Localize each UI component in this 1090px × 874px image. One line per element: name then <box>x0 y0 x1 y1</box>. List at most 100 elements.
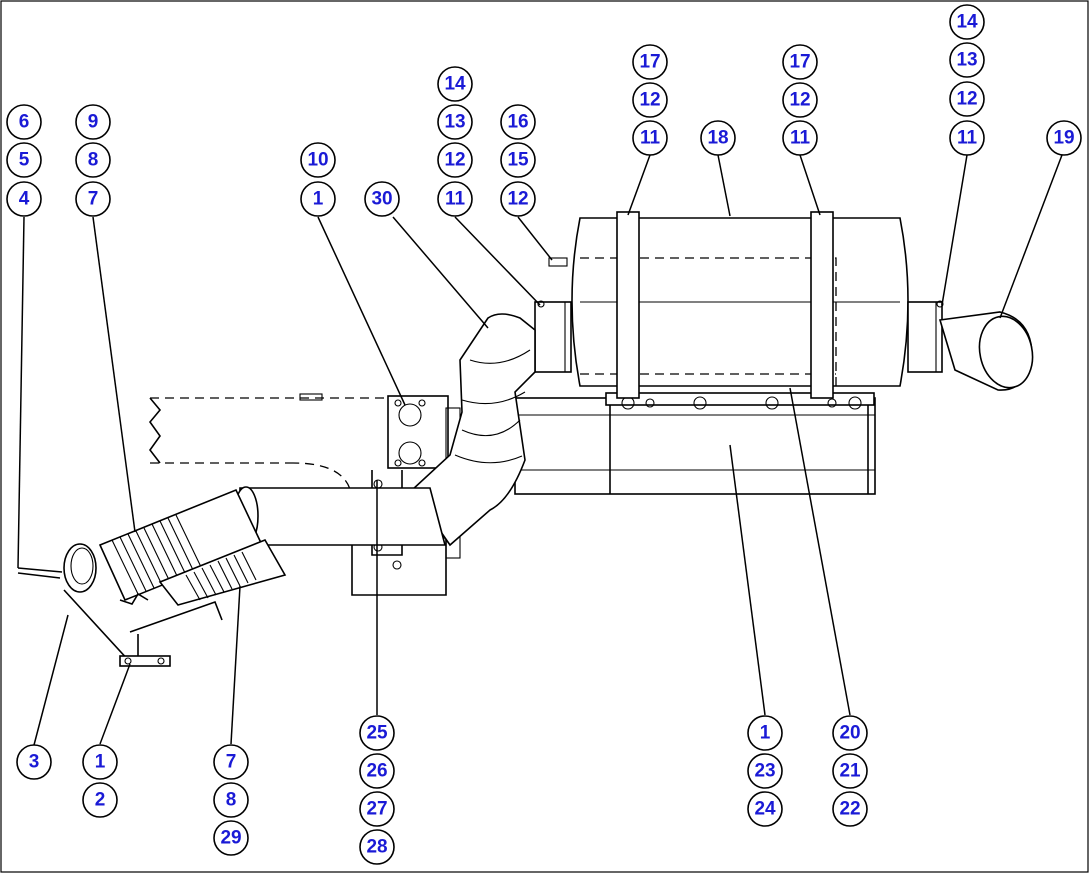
callout-1: 1 <box>300 181 336 217</box>
callout-11: 11 <box>437 181 473 217</box>
callout-7: 7 <box>75 181 111 217</box>
callout-26-label: 26 <box>366 761 387 782</box>
callout-15-label: 15 <box>507 150 529 171</box>
callout-25: 25 <box>359 715 395 751</box>
callout-1-label: 1 <box>760 723 771 744</box>
callout-17-label: 17 <box>639 52 660 73</box>
callout-1: 1 <box>747 715 783 751</box>
callout-14: 14 <box>437 66 473 102</box>
callout-10: 10 <box>300 142 336 178</box>
callout-17: 17 <box>782 44 818 80</box>
callout-3: 3 <box>16 744 52 780</box>
callout-21: 21 <box>832 753 868 789</box>
callout-27-label: 27 <box>366 799 387 820</box>
callout-12-label: 12 <box>956 89 977 110</box>
callout-29-label: 29 <box>220 828 241 849</box>
callout-25-label: 25 <box>366 723 388 744</box>
callout-16-label: 16 <box>507 112 528 133</box>
callout-19-label: 19 <box>1053 128 1074 149</box>
callout-28-label: 28 <box>366 837 387 858</box>
callout-4-label: 4 <box>19 189 30 210</box>
callout-5: 5 <box>6 142 42 178</box>
support-box <box>514 392 876 495</box>
callout-23-label: 23 <box>754 761 775 782</box>
callout-12: 12 <box>632 82 668 118</box>
callout-24-label: 24 <box>754 799 776 820</box>
callout-26: 26 <box>359 753 395 789</box>
callout-13: 13 <box>949 42 985 78</box>
callout-12: 12 <box>500 181 536 217</box>
callout-11-label: 11 <box>790 128 811 149</box>
callout-17-label: 17 <box>789 52 810 73</box>
callout-2: 2 <box>82 782 118 818</box>
callout-8: 8 <box>75 142 111 178</box>
callout-3-label: 3 <box>29 752 40 773</box>
callout-30-label: 30 <box>371 189 392 210</box>
callout-28: 28 <box>359 829 395 865</box>
callout-18-label: 18 <box>707 128 728 149</box>
frame-rail <box>148 393 390 501</box>
callout-7: 7 <box>213 744 249 780</box>
callout-20-label: 20 <box>839 723 860 744</box>
elbow-pipe <box>410 313 536 547</box>
callout-11: 11 <box>782 120 818 156</box>
callout-5-label: 5 <box>19 150 30 171</box>
callout-7-label: 7 <box>88 189 99 210</box>
callout-16: 16 <box>500 104 536 140</box>
flex-hose-upper <box>98 488 264 602</box>
callout-18: 18 <box>700 120 736 156</box>
callout-12-label: 12 <box>639 90 660 111</box>
callout-24: 24 <box>747 791 783 827</box>
callout-12: 12 <box>949 81 985 117</box>
callout-1: 1 <box>82 744 118 780</box>
callout-15: 15 <box>500 142 536 178</box>
callout-12-label: 12 <box>789 90 810 111</box>
callouts: 6 5 4 9 8 7 10 1 30 14 13 12 11 16 15 12… <box>6 4 1082 865</box>
callout-12-label: 12 <box>444 150 465 171</box>
callout-22-label: 22 <box>839 799 860 820</box>
callout-4: 4 <box>6 181 42 217</box>
callout-30: 30 <box>364 181 400 217</box>
callout-1-label: 1 <box>95 752 106 773</box>
callout-8-label: 8 <box>88 150 99 171</box>
callout-14-label: 14 <box>956 12 978 33</box>
callout-13: 13 <box>437 104 473 140</box>
callout-6-label: 6 <box>19 112 30 133</box>
callout-20: 20 <box>832 715 868 751</box>
callout-11-label: 11 <box>957 128 978 149</box>
callout-29: 29 <box>213 820 249 856</box>
callout-11: 11 <box>949 120 985 156</box>
leader-lines <box>17 154 1063 746</box>
callout-11: 11 <box>632 120 668 156</box>
callout-8-label: 8 <box>226 790 237 811</box>
callout-11-label: 11 <box>445 189 466 210</box>
callout-21-label: 21 <box>839 761 861 782</box>
callout-12: 12 <box>782 82 818 118</box>
callout-11-label: 11 <box>640 128 661 149</box>
exhaust-pipe <box>233 486 447 546</box>
callout-6: 6 <box>6 104 42 140</box>
callout-13-label: 13 <box>444 112 465 133</box>
flex-hose-lower <box>158 538 287 606</box>
callout-9: 9 <box>75 104 111 140</box>
inlet-clamp <box>17 543 223 667</box>
callout-23: 23 <box>747 753 783 789</box>
callout-19: 19 <box>1046 120 1082 156</box>
callout-12: 12 <box>437 142 473 178</box>
callout-13-label: 13 <box>956 50 977 71</box>
callout-12-label: 12 <box>507 189 528 210</box>
callout-10-label: 10 <box>307 150 328 171</box>
callout-27: 27 <box>359 791 395 827</box>
callout-8: 8 <box>213 782 249 818</box>
callout-9-label: 9 <box>88 112 99 133</box>
callout-1-label: 1 <box>313 189 324 210</box>
callout-2-label: 2 <box>95 790 106 811</box>
callout-7-label: 7 <box>226 752 237 773</box>
callout-22: 22 <box>832 791 868 827</box>
callout-17: 17 <box>632 44 668 80</box>
callout-14: 14 <box>949 4 985 40</box>
callout-14-label: 14 <box>444 74 466 95</box>
